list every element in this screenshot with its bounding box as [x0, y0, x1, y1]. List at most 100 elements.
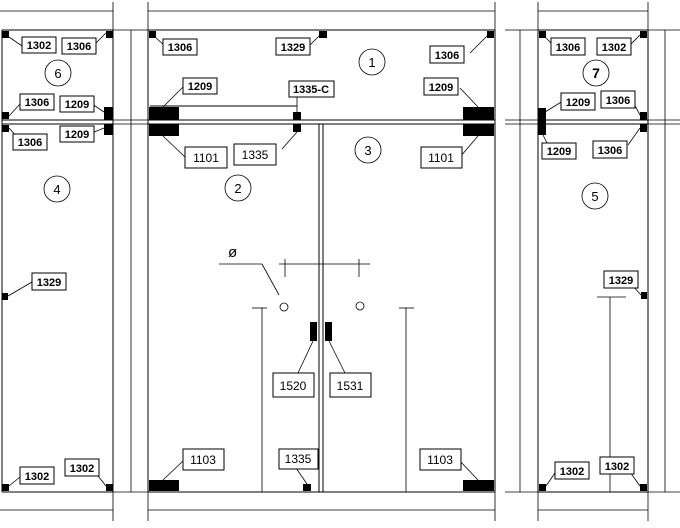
callout-1209: 1209 [65, 129, 89, 141]
pane-label-4: 4 [53, 182, 60, 197]
pane-marker-2 [224, 174, 252, 202]
callout-1302: 1302 [25, 471, 49, 483]
pane-label-5: 5 [591, 189, 598, 204]
label-box [59, 95, 95, 113]
label-box [182, 77, 218, 95]
patch-1103-right [463, 480, 494, 491]
lock-1335-bottom [303, 484, 311, 491]
pane-marker-4 [43, 175, 71, 203]
label-box [329, 372, 372, 398]
clamp-1329-right [641, 292, 647, 299]
clamp-1306-right-mid [640, 112, 647, 120]
callout-1335: 1335 [242, 148, 269, 162]
pane-label-7: 7 [592, 65, 600, 81]
pane-label-3: 3 [364, 143, 371, 158]
label-box [19, 93, 55, 111]
label-box [31, 272, 67, 291]
callout-1329: 1329 [609, 275, 633, 287]
callout-1209: 1209 [566, 97, 590, 109]
callout-1306: 1306 [67, 41, 91, 53]
clamp-1306-mid-lower [2, 125, 9, 132]
label-box [550, 37, 586, 56]
callout-1302: 1302 [602, 42, 626, 54]
pane-marker-5 [581, 182, 609, 210]
callout-1209: 1209 [188, 81, 212, 93]
label-box [419, 448, 462, 471]
lock-1335-top [293, 124, 301, 132]
clamp-1302-right-bottom-right [640, 484, 647, 491]
callout-1101: 1101 [193, 151, 219, 165]
center-panel [147, 29, 496, 493]
clamp-1302-top-left [2, 31, 9, 38]
callout-1335-c: 1335-C [293, 84, 329, 96]
clamp-1302-bottom-right [106, 484, 113, 491]
pane-marker-3 [354, 136, 382, 164]
patch-1209-left [149, 107, 179, 120]
patch-1209-right [463, 107, 494, 120]
label-box [59, 125, 95, 143]
callout-1306: 1306 [168, 42, 192, 54]
clamp-1209-right [538, 108, 546, 135]
clamp-1209-upper [104, 107, 113, 120]
label-box [554, 461, 590, 480]
pane-marker-1 [358, 48, 386, 76]
patch-1103-left [149, 480, 179, 491]
pane-marker-7 [582, 59, 610, 87]
pane-label-6: 6 [54, 66, 61, 81]
lock-1335-c [293, 112, 301, 120]
label-box [429, 45, 465, 64]
left-panel [1, 29, 114, 493]
label-box [19, 466, 55, 485]
label-box [599, 456, 635, 475]
label-box [61, 37, 97, 55]
callout-1209: 1209 [65, 99, 89, 111]
callout-1531: 1531 [337, 379, 364, 393]
handle-1520 [310, 322, 317, 341]
label-box [12, 133, 48, 151]
callout-1306: 1306 [556, 42, 580, 54]
diameter-symbol: ø [228, 244, 237, 261]
handle-1531 [325, 322, 332, 341]
callout-1306: 1306 [18, 137, 42, 149]
callout-1103: 1103 [190, 453, 216, 467]
leader-lines [7, 32, 642, 487]
clamp-1302-bottom-left [2, 484, 9, 491]
label-box [278, 448, 319, 470]
callout-1335: 1335 [285, 452, 312, 466]
callout-labels: 1302 1306 1306 1209 1209 1306 1329 1302 … [12, 36, 639, 485]
side-dimension-lines [113, 29, 680, 493]
right-panel [537, 29, 649, 493]
callout-1329: 1329 [281, 42, 305, 54]
label-box [560, 92, 596, 111]
handle-hole-right [355, 301, 365, 311]
label-box [288, 80, 335, 98]
callout-1329: 1329 [37, 277, 61, 289]
clamp-1306-right-top-left [539, 31, 546, 38]
clamp-1306-center-right [487, 31, 494, 38]
label-box [275, 37, 311, 56]
callout-1306: 1306 [606, 95, 630, 107]
callout-1209: 1209 [429, 82, 453, 94]
clamp-1329-center [319, 31, 327, 38]
callout-1306: 1306 [598, 145, 622, 157]
pane-marker-6 [44, 59, 72, 87]
label-box [420, 146, 463, 169]
label-box [423, 77, 459, 96]
callout-1101: 1101 [428, 151, 454, 165]
clamp-1209-lower [104, 124, 113, 135]
callout-1302: 1302 [70, 463, 94, 475]
callout-1520: 1520 [280, 379, 307, 393]
label-box [272, 372, 315, 398]
handle-hole-left [279, 302, 289, 312]
label-box [184, 146, 228, 169]
callout-1302: 1302 [27, 40, 51, 52]
callout-1306: 1306 [25, 97, 49, 109]
callout-1306: 1306 [435, 50, 459, 62]
callout-1103: 1103 [427, 453, 453, 467]
clamp-1306-mid [2, 112, 9, 119]
label-box [603, 270, 639, 289]
pane-number-markers: 6 1 7 4 2 3 5 [43, 48, 610, 210]
clamp-1302-right-top-right [640, 31, 647, 38]
